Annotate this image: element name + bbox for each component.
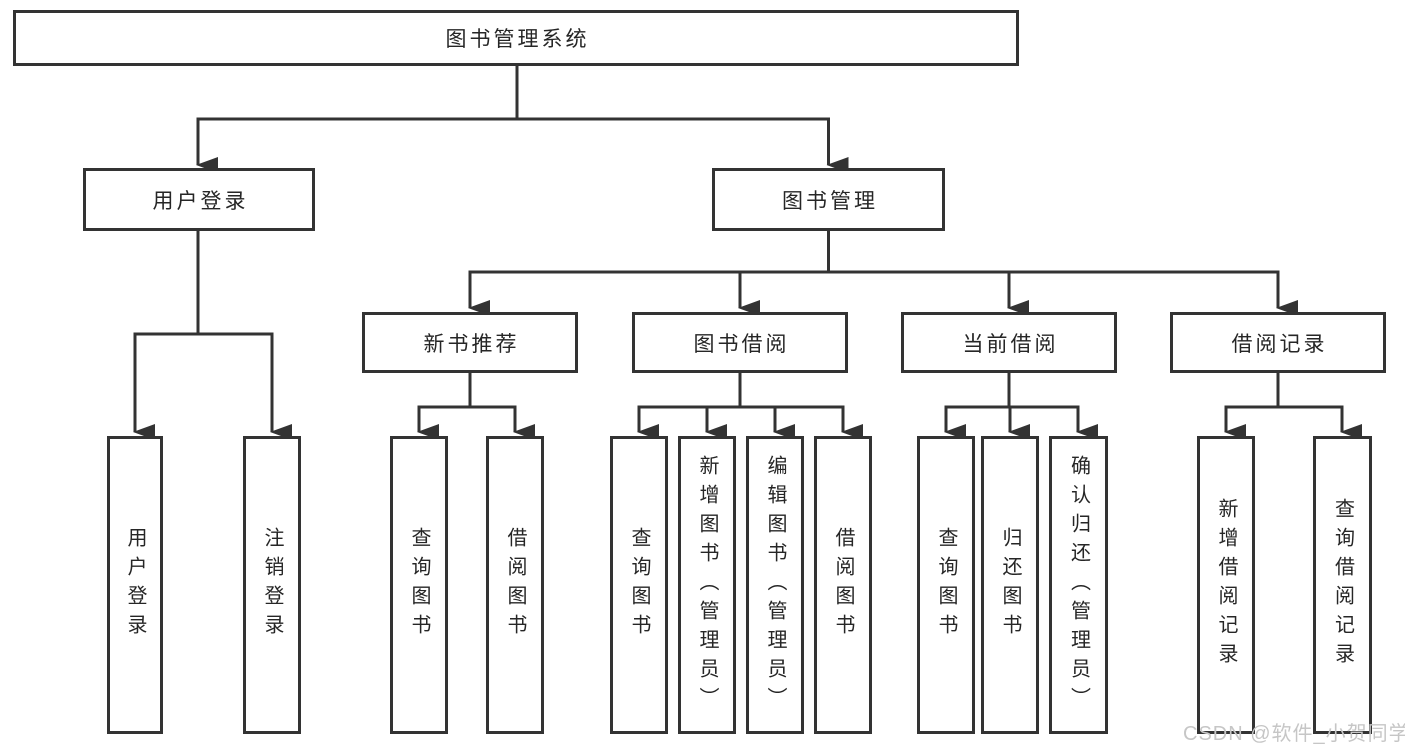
node-label: 新增借阅记录 <box>1215 498 1237 672</box>
node-book-borrow: 图书借阅 <box>632 312 848 373</box>
node-current-query-book: 查询图书 <box>917 436 975 734</box>
node-query-borrow-record: 查询借阅记录 <box>1313 436 1372 734</box>
node-label: 归还图书 <box>999 527 1021 643</box>
node-label: 用户登录 <box>124 527 146 643</box>
node-label: 图书借阅 <box>693 332 790 356</box>
node-return-book: 归还图书 <box>981 436 1039 734</box>
node-label: 借阅图书 <box>504 527 526 643</box>
node-label: 查询借阅记录 <box>1331 498 1354 672</box>
node-label: 查询图书 <box>628 527 650 643</box>
node-label: 编辑图书（管理员） <box>764 454 786 716</box>
node-root-library-system: 图书管理系统 <box>13 10 1019 66</box>
node-recommend-borrow-book: 借阅图书 <box>486 436 544 734</box>
node-label: 用户登录 <box>152 189 249 213</box>
node-label: 新书推荐 <box>423 332 520 356</box>
node-label: 查询图书 <box>408 527 430 643</box>
csdn-watermark: CSDN @软件_小贺同学 <box>1183 723 1405 745</box>
node-confirm-return-admin: 确认归还（管理员） <box>1049 436 1108 734</box>
node-label: 查询图书 <box>935 527 957 643</box>
node-new-book-recommend: 新书推荐 <box>362 312 578 373</box>
node-label: 注销登录 <box>261 527 283 643</box>
node-user-login-action: 用户登录 <box>107 436 163 734</box>
node-borrow-record: 借阅记录 <box>1170 312 1386 373</box>
node-label: 借阅图书 <box>832 527 854 643</box>
node-borrow-book-action: 借阅图书 <box>814 436 872 734</box>
node-label: 确认归还（管理员） <box>1067 454 1090 716</box>
node-add-book-admin: 新增图书（管理员） <box>678 436 736 734</box>
node-label: 借阅记录 <box>1231 332 1328 356</box>
node-label: 图书管理系统 <box>445 28 590 51</box>
node-recommend-query-book: 查询图书 <box>390 436 448 734</box>
node-label: 图书管理 <box>782 189 878 213</box>
node-current-borrow: 当前借阅 <box>901 312 1117 373</box>
node-label: 当前借阅 <box>962 332 1059 356</box>
node-book-management: 图书管理 <box>712 168 945 231</box>
node-add-borrow-record: 新增借阅记录 <box>1197 436 1255 734</box>
node-user-login: 用户登录 <box>83 168 315 231</box>
node-logout-action: 注销登录 <box>243 436 301 734</box>
node-edit-book-admin: 编辑图书（管理员） <box>746 436 804 734</box>
node-borrow-query-book: 查询图书 <box>610 436 668 734</box>
node-label: 新增图书（管理员） <box>696 454 718 716</box>
